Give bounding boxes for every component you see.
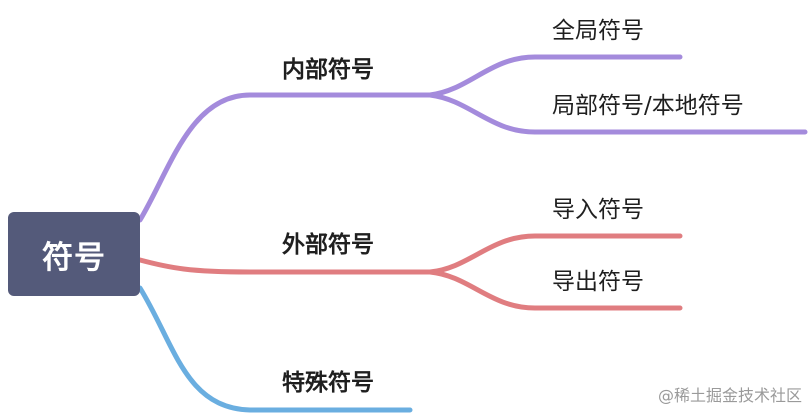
connector-internal-to-local	[427, 92, 808, 135]
connector-root-to-external	[137, 257, 433, 275]
root-node[interactable]: 符号	[8, 212, 140, 296]
node-export-symbols[interactable]: 导出符号	[552, 269, 644, 295]
watermark: @稀土掘金技术社区	[657, 386, 802, 405]
node-local-symbols[interactable]: 局部符号/本地符号	[552, 93, 744, 119]
connector-root-to-internal	[137, 92, 433, 223]
node-import-symbols[interactable]: 导入符号	[552, 197, 644, 223]
branch-special-symbols[interactable]: 特殊符号	[282, 370, 374, 396]
branch-external-symbols[interactable]: 外部符号	[282, 232, 374, 258]
connector-external-to-export	[427, 269, 683, 311]
branch-internal-symbols[interactable]: 内部符号	[282, 57, 374, 83]
connector-internal-to-global	[427, 54, 683, 98]
connector-root-to-special	[137, 285, 413, 413]
connector-external-to-import	[427, 233, 683, 275]
node-global-symbols[interactable]: 全局符号	[552, 18, 644, 44]
